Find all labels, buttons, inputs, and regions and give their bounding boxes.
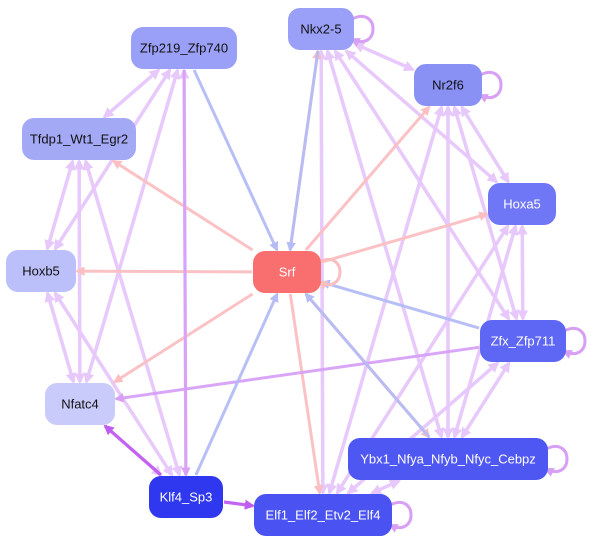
edge-klf4-to-elf1 [223, 499, 256, 510]
node-tfdp1[interactable]: Tfdp1_Wt1_Egr2 [22, 118, 136, 160]
edge-zfp219-to-srf [192, 69, 279, 252]
node-box-tfdp1[interactable] [22, 118, 136, 160]
node-hoxa5[interactable]: Hoxa5 [488, 183, 556, 225]
node-srf[interactable]: Srf [253, 251, 321, 293]
node-box-zfx[interactable] [480, 320, 566, 362]
edge-srf-to-elf1 [288, 293, 324, 495]
node-box-nkx25[interactable] [288, 8, 354, 50]
node-nfatc4[interactable]: Nfatc4 [45, 383, 115, 425]
edge-elf1-to-ybx1 [371, 479, 401, 495]
edge-nfatc4-to-zfp219 [84, 67, 181, 383]
edge-hoxb5-to-tfdp1 [45, 158, 76, 250]
edge-klf4-to-srf [194, 292, 279, 476]
node-box-ybx1[interactable] [348, 438, 548, 480]
self-loop-ybx1 [544, 445, 569, 477]
node-zfp219[interactable]: Zfp219_Zfp740 [131, 27, 237, 69]
node-ybx1[interactable]: Ybx1_Nfya_Nfyb_Nfyc_Cebpz [348, 438, 548, 480]
node-hoxb5[interactable]: Hoxb5 [6, 250, 76, 292]
edge-klf4-to-nfatc4 [103, 424, 162, 477]
edge-hoxa5-to-nr2f6 [460, 105, 510, 183]
edge-srf-to-hoxa5 [321, 211, 489, 264]
node-zfx[interactable]: Zfx_Zfp711 [480, 320, 566, 362]
edge-layer [44, 15, 587, 533]
edge-tfdp1-to-zfp219 [103, 68, 161, 119]
node-elf1[interactable]: Elf1_Elf2_Etv2_Elf4 [254, 494, 392, 536]
edge-zfx-to-srf [320, 279, 480, 330]
edge-ybx1-to-zfx [460, 361, 511, 438]
node-box-klf4[interactable] [149, 476, 223, 518]
edge-klf4-to-hoxb5 [53, 291, 174, 476]
node-box-nfatc4[interactable] [45, 383, 115, 425]
self-loop-nkx25 [350, 15, 375, 47]
self-loop-zfx [562, 327, 587, 359]
edge-srf-to-tfdp1 [111, 159, 254, 252]
self-loop-srf [317, 258, 342, 290]
edge-zfx-to-hoxa5 [516, 223, 528, 320]
node-box-hoxa5[interactable] [488, 183, 556, 225]
node-box-zfp219[interactable] [131, 27, 237, 69]
edge-elf1-to-nkx25 [315, 48, 327, 494]
edge-srf-to-hoxb5 [75, 266, 253, 276]
node-klf4[interactable]: Klf4_Sp3 [149, 476, 223, 518]
node-nr2f6[interactable]: Nr2f6 [414, 64, 482, 106]
edge-zfp219-to-klf4 [181, 69, 191, 477]
edge-klf4-to-tfdp1 [82, 158, 182, 476]
node-nkx25[interactable]: Nkx2-5 [288, 8, 354, 50]
node-box-elf1[interactable] [254, 494, 392, 536]
node-box-nr2f6[interactable] [414, 64, 482, 106]
node-box-hoxb5[interactable] [6, 250, 76, 292]
edge-nr2f6-to-nkx25 [353, 42, 414, 72]
self-loop-nr2f6 [478, 71, 503, 103]
node-box-srf[interactable] [253, 251, 321, 293]
self-loop-elf1 [388, 501, 413, 533]
edge-zfx-to-nkx25 [333, 49, 511, 320]
edge-srf-to-nfatc4 [112, 292, 254, 384]
edge-srf-to-nr2f6 [304, 105, 431, 251]
edge-zfx-to-nfatc4 [114, 345, 480, 403]
edge-nfatc4-to-hoxb5 [44, 290, 76, 383]
edge-ybx1-to-srf [304, 292, 431, 438]
edge-nkx25-to-srf [286, 50, 320, 252]
